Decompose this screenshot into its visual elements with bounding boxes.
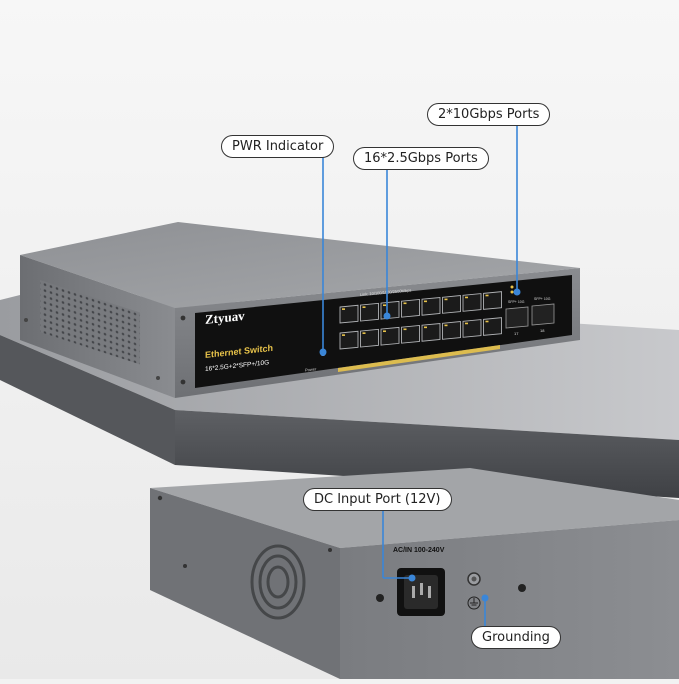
- sfp-port-18: [531, 303, 555, 326]
- rj45-port: [380, 326, 400, 346]
- power-label: Power: [305, 366, 317, 372]
- port-led: [342, 308, 345, 310]
- callout-pwr-indicator: PWR Indicator: [221, 135, 335, 158]
- rj45-port: [401, 298, 420, 318]
- sfp-port-17: [505, 306, 529, 329]
- sfp-ports: SFP+ 10G SFP+ 10G 17 18: [505, 285, 555, 336]
- brand-logo: Ztyuav: [205, 308, 245, 327]
- rj45-port: [401, 324, 420, 344]
- callout-grounding: Grounding: [471, 626, 561, 649]
- rj45-port: [360, 302, 379, 322]
- rj45-port: [483, 291, 502, 310]
- sfp-label-18: 18: [540, 328, 545, 333]
- rj45-port: [483, 317, 502, 336]
- sfp-header-2: SFP+ 10G: [534, 297, 551, 301]
- ac-input-label: AC/IN 100-240V: [393, 547, 445, 554]
- callout-lines: [319, 124, 521, 626]
- callout-2-5g-ports: 16*2.5Gbps Ports: [353, 147, 489, 170]
- port-led: [424, 326, 427, 329]
- port-led: [403, 328, 407, 331]
- rj45-port: [421, 323, 441, 342]
- port-led: [444, 298, 448, 301]
- sfp-label-17: 17: [514, 331, 519, 336]
- port-led: [485, 294, 489, 297]
- rj45-port: [442, 295, 461, 314]
- port-led: [444, 324, 448, 327]
- sfp-header-1: SFP+ 10G: [508, 300, 525, 304]
- callout-dc-input-port: DC Input Port (12V): [303, 488, 452, 511]
- port-led: [383, 304, 386, 307]
- callout-10g-ports: 2*10Gbps Ports: [427, 103, 551, 126]
- rj45-port-grid: [339, 291, 502, 350]
- rj45-port: [462, 293, 482, 312]
- port-led: [485, 320, 489, 323]
- rj45-port: [360, 328, 379, 348]
- fan-grill: [250, 544, 306, 620]
- port-header-label: Link: 10/100/1000/2500Mbps: [360, 288, 412, 297]
- rj45-port: [339, 304, 359, 324]
- port-led: [465, 322, 468, 325]
- port-led: [403, 302, 407, 305]
- switch-rear-view: AC/IN 100-240V: [150, 468, 679, 679]
- port-led: [362, 306, 366, 308]
- rj45-port: [421, 297, 441, 316]
- port-led: [342, 334, 345, 336]
- port-led: [424, 300, 427, 303]
- rj45-port: [462, 319, 482, 338]
- port-led: [383, 330, 386, 333]
- rj45-port: [339, 330, 359, 350]
- port-led: [465, 296, 468, 299]
- rj45-port: [442, 321, 461, 340]
- ground-symbol-icon: [467, 596, 481, 610]
- port-led: [362, 332, 366, 334]
